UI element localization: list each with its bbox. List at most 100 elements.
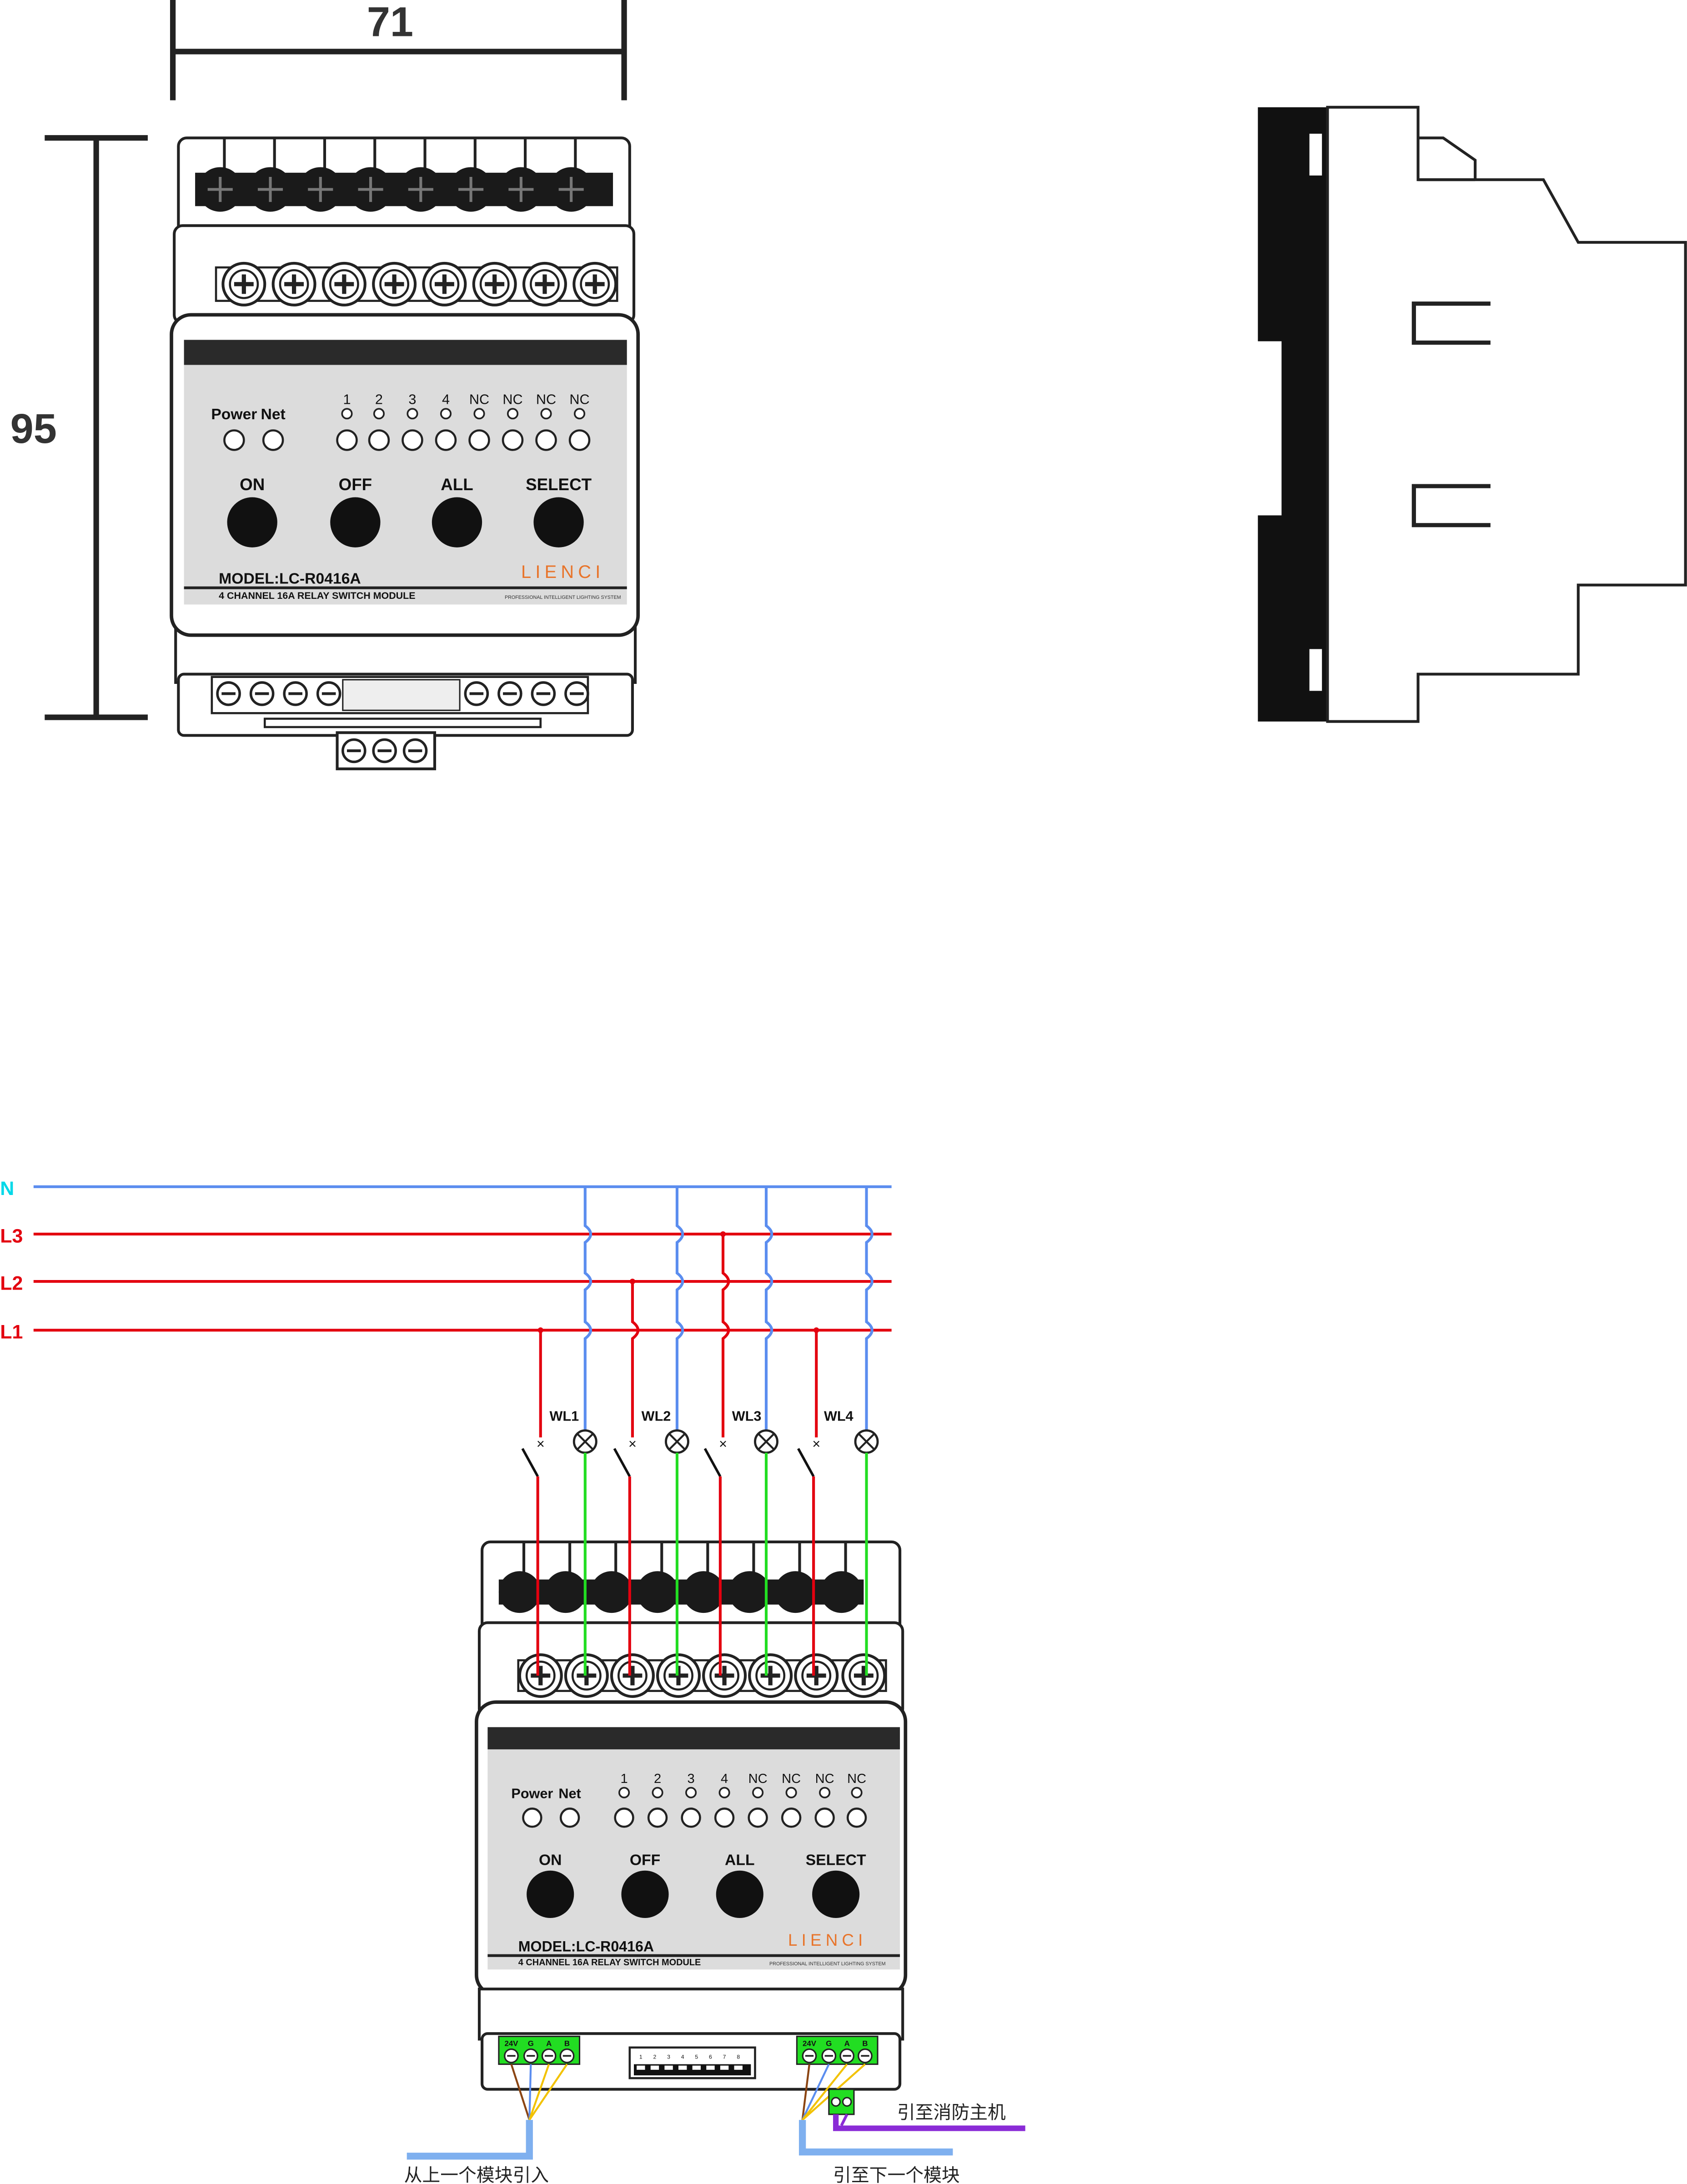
- dip-label: 1: [639, 2053, 643, 2060]
- term-label: G: [528, 2039, 534, 2048]
- width-dimension: 71: [170, 0, 627, 100]
- module-description: 4 CHANNEL 16A RELAY SWITCH MODULE: [219, 590, 415, 601]
- load-label-wl2: WL2: [642, 1408, 671, 1424]
- lamp-icon: [666, 1431, 688, 1453]
- phase-junctions: [537, 1231, 819, 1333]
- ch-label: NC: [569, 392, 589, 407]
- lamp-icon: [855, 1431, 878, 1453]
- ch-label: 3: [688, 1772, 695, 1786]
- label-net: Net: [261, 406, 285, 423]
- dip-label: 8: [737, 2053, 740, 2060]
- ch-label: 4: [721, 1772, 728, 1786]
- bus-terminal-left: 24V G A B: [498, 2035, 581, 2065]
- bus-label-l1: L1: [0, 1321, 23, 1343]
- ch-label: NC: [748, 1772, 768, 1786]
- module-front-top: Power Net 1 2 3 4 NC NC NC NC ON OFF ALL…: [170, 136, 640, 770]
- led-net: [559, 1807, 580, 1828]
- switches: [521, 1448, 815, 1477]
- bus-wires-left: [510, 2064, 568, 2121]
- brand-tagline: PROFESSIONAL INTELLIGENT LIGHTING SYSTEM: [769, 1961, 886, 1967]
- note-to-next: 引至下一个模块: [833, 2165, 960, 2184]
- note-fire-host: 引至消防主机: [897, 2102, 1006, 2123]
- select-button[interactable]: [812, 1870, 860, 1918]
- cable-to-next: [798, 2120, 953, 2156]
- module-side-view: [1258, 105, 1687, 723]
- bus-label-l3: L3: [0, 1225, 23, 1247]
- all-button[interactable]: [716, 1870, 763, 1918]
- height-dimension: 95: [10, 135, 148, 720]
- ch-label: 4: [442, 392, 450, 407]
- off-button[interactable]: [621, 1870, 669, 1918]
- svg-text:×: ×: [537, 1436, 545, 1452]
- term-label: A: [844, 2039, 850, 2048]
- dip-label: 5: [695, 2053, 698, 2060]
- channel-leds-small: [341, 408, 586, 420]
- svg-text:×: ×: [719, 1436, 727, 1452]
- btn-label-on: ON: [240, 475, 265, 494]
- dip-label: 3: [667, 2053, 670, 2060]
- off-button[interactable]: [330, 497, 381, 547]
- load-label-wl3: WL3: [732, 1408, 762, 1424]
- dip-switch[interactable]: 1 2 3 4 5 6 7 8: [628, 2046, 756, 2079]
- bottom-screws-center: [343, 740, 427, 762]
- led-power: [522, 1807, 542, 1828]
- ch-label: NC: [502, 392, 522, 407]
- term-label: 24V: [504, 2039, 518, 2048]
- bus-label-l2: L2: [0, 1272, 23, 1294]
- channel-labels-top: 1 2 3 4 NC NC NC NC: [343, 392, 589, 407]
- phase-drops: [539, 1234, 818, 1438]
- label-power: Power: [211, 406, 257, 423]
- dip-label: 6: [709, 2053, 712, 2060]
- on-button[interactable]: [227, 497, 277, 547]
- ch-label: NC: [847, 1772, 866, 1786]
- btn-label-on: ON: [539, 1852, 562, 1869]
- btn-label-off: OFF: [339, 475, 372, 494]
- load-label-wl4: WL4: [824, 1408, 854, 1424]
- btn-label-select: SELECT: [806, 1852, 866, 1869]
- ch-label: 1: [343, 392, 351, 407]
- ch-label: 2: [654, 1772, 661, 1786]
- model-label: MODEL:LC-R0416A: [518, 1938, 654, 1954]
- lamp-icon: [755, 1431, 777, 1453]
- dip-label: 4: [681, 2053, 684, 2060]
- term-label: A: [546, 2039, 552, 2048]
- top-terminal-dividers: [223, 138, 577, 170]
- channel-leds: [336, 429, 591, 451]
- model-label: MODEL:LC-R0416A: [219, 570, 361, 587]
- term-label: B: [862, 2039, 868, 2048]
- on-button[interactable]: [527, 1870, 574, 1918]
- dip-label: 7: [723, 2053, 726, 2060]
- all-button[interactable]: [432, 497, 482, 547]
- term-label: 24V: [803, 2039, 817, 2048]
- height-label: 95: [10, 406, 57, 452]
- svg-text:×: ×: [628, 1436, 637, 1452]
- dip-label: 2: [653, 2053, 657, 2060]
- note-from-prev: 从上一个模块引入: [404, 2165, 549, 2184]
- label-power: Power: [511, 1786, 553, 1802]
- bus-terminal-right: 24V G A B: [796, 2035, 879, 2065]
- term-label: G: [826, 2039, 832, 2048]
- width-label: 71: [367, 0, 413, 45]
- fire-host-connector: [828, 2089, 1025, 2131]
- ch-label: 1: [620, 1772, 628, 1786]
- ch-label: NC: [782, 1772, 801, 1786]
- switch-contacts: × × × ×: [537, 1436, 820, 1452]
- select-button[interactable]: [533, 497, 584, 547]
- label-net: Net: [558, 1786, 581, 1802]
- wiring-diagram: N L3 L2 L1 ×× ×: [0, 1178, 1025, 2184]
- ch-label: NC: [815, 1772, 834, 1786]
- term-label: B: [564, 2039, 570, 2048]
- btn-label-all: ALL: [441, 475, 473, 494]
- brand-logo: LIENCI: [521, 562, 604, 582]
- btn-label-all: ALL: [725, 1852, 754, 1869]
- brand-logo: LIENCI: [788, 1931, 867, 1949]
- svg-text:×: ×: [812, 1436, 820, 1452]
- brand-tagline: PROFESSIONAL INTELLIGENT LIGHTING SYSTEM: [505, 595, 621, 600]
- led-power: [223, 429, 245, 451]
- led-net: [262, 429, 284, 451]
- cable-from-prev: [407, 2120, 533, 2160]
- ch-label: 2: [375, 392, 383, 407]
- btn-label-select: SELECT: [526, 475, 592, 494]
- ch-label: NC: [469, 392, 489, 407]
